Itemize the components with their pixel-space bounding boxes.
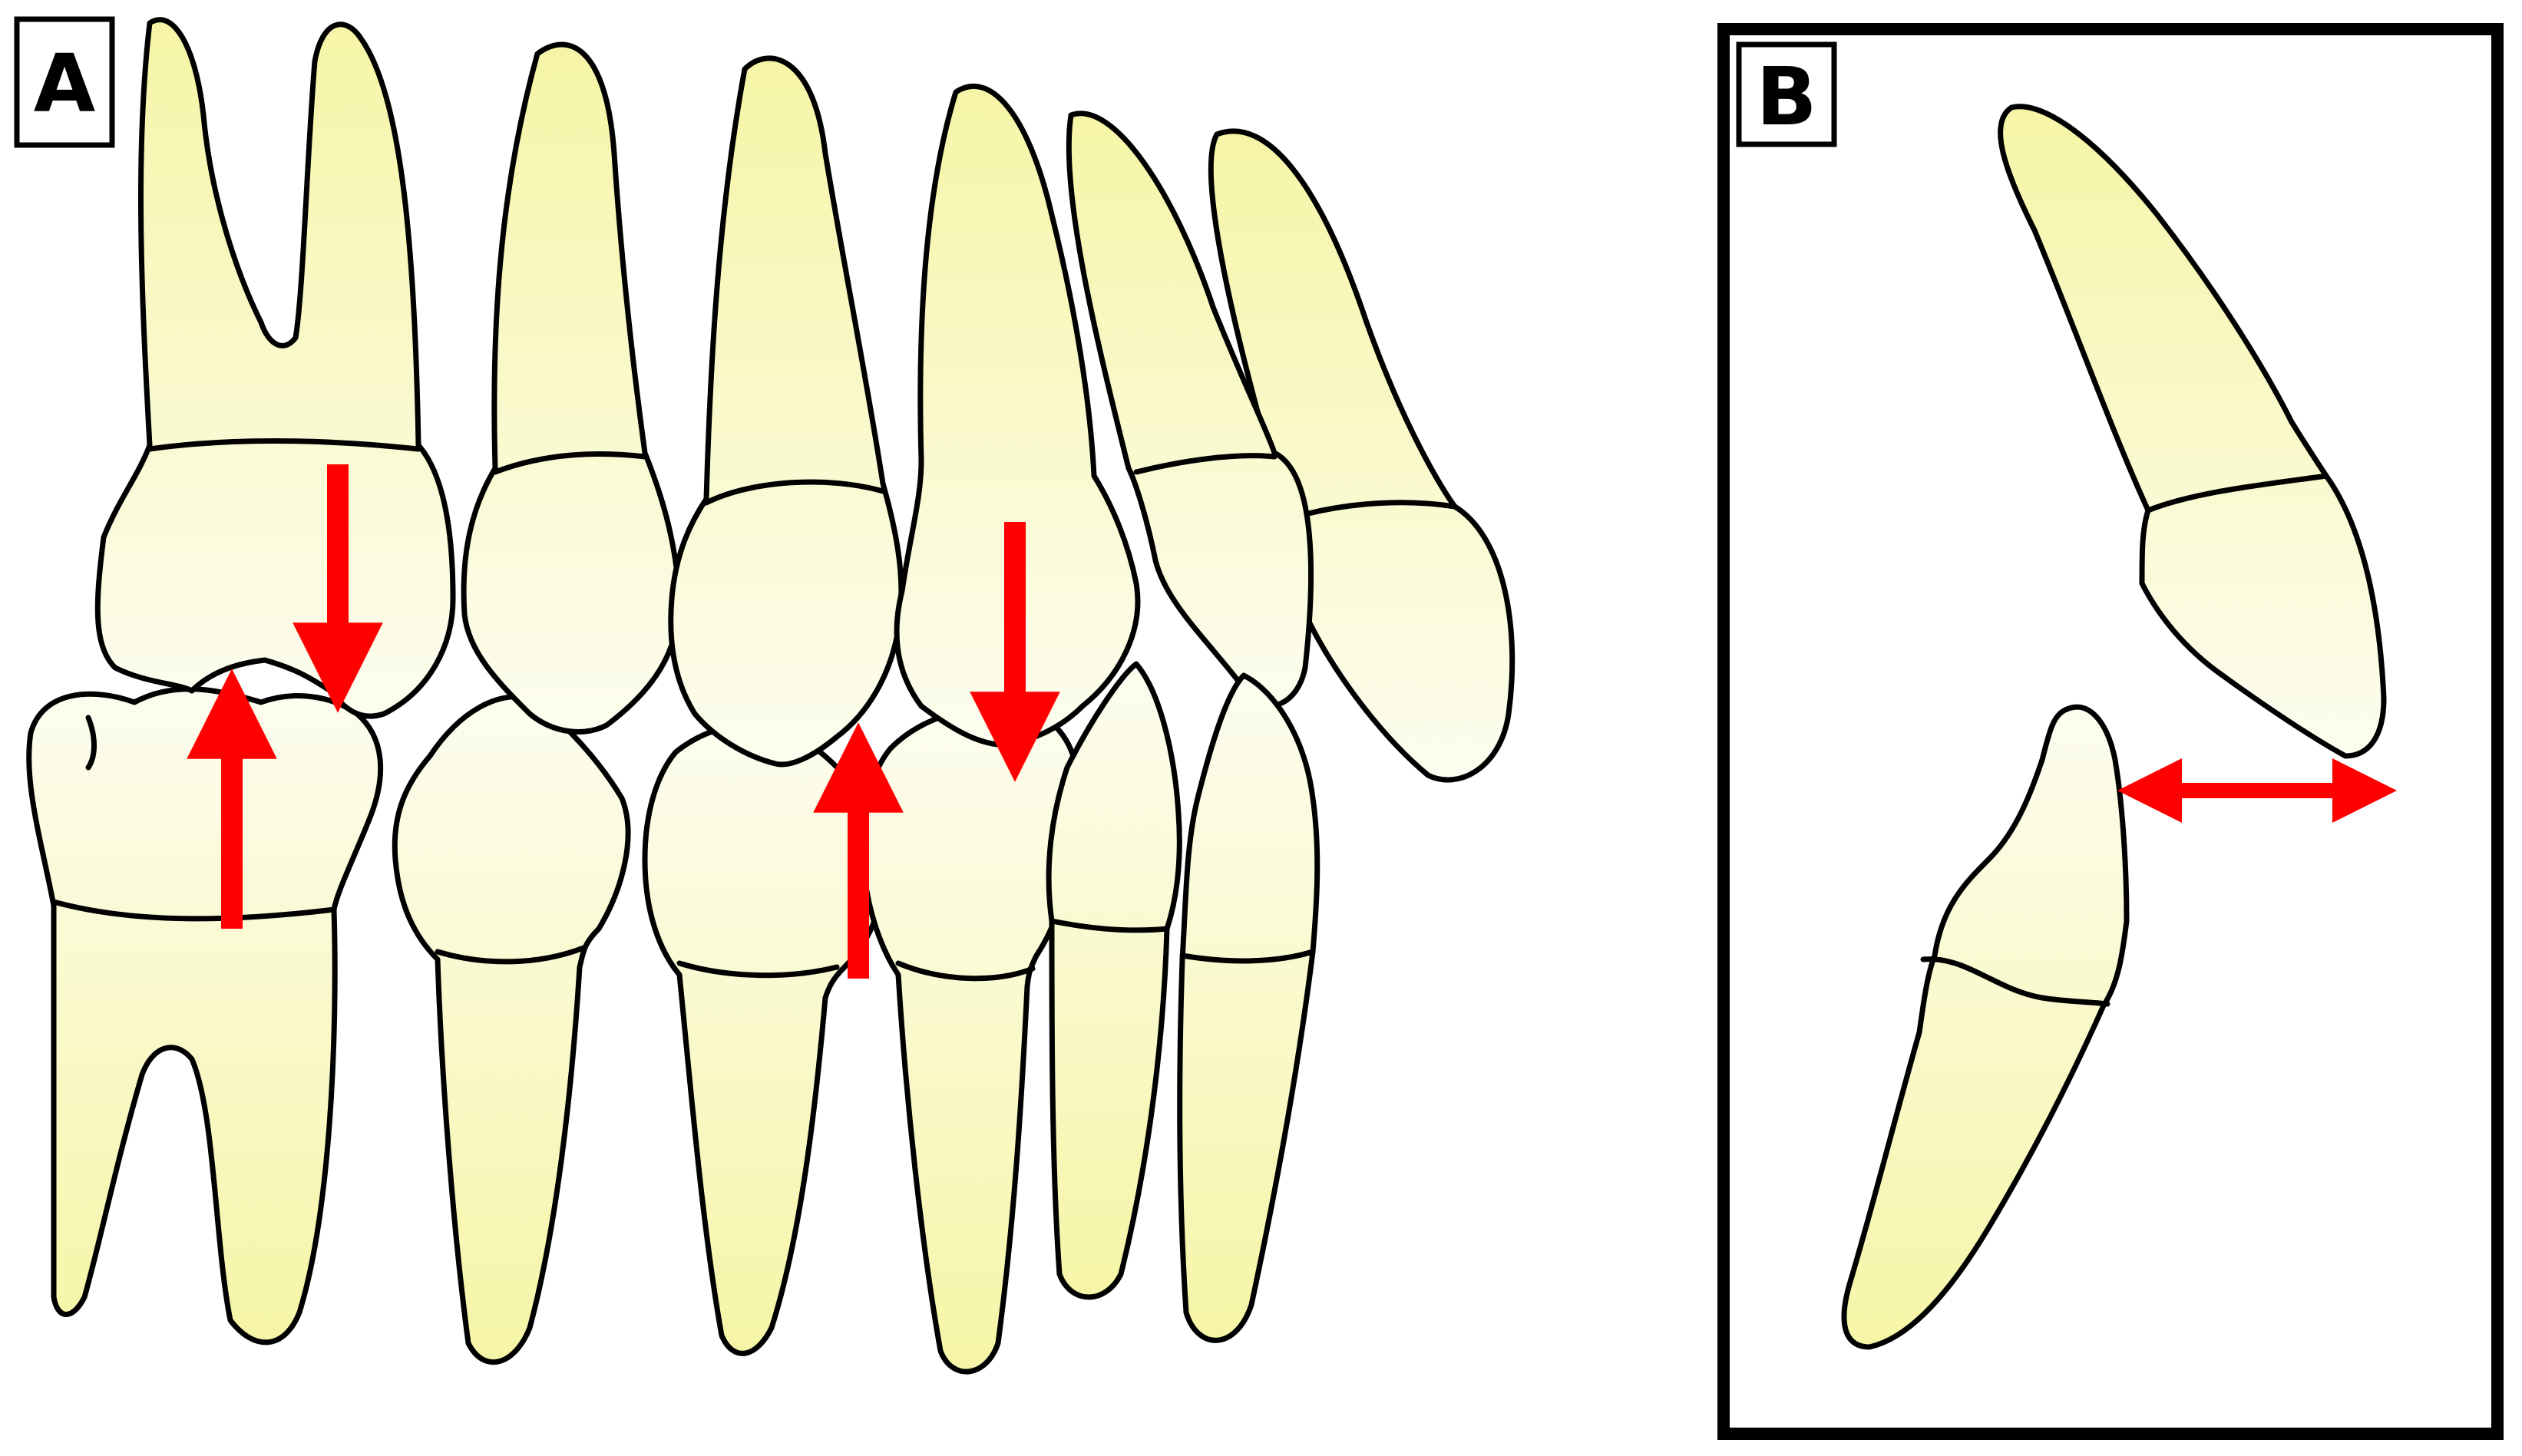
lower-first-molar <box>26 686 384 1345</box>
cej-line <box>1920 956 2110 1007</box>
upper-first-molar <box>94 17 456 719</box>
lower-incisor-profile <box>1841 704 2130 1350</box>
panel-a: A <box>14 16 1516 1375</box>
panel-b-label: B <box>1736 41 1837 147</box>
panel-a-label-text: A <box>34 37 96 130</box>
upper-incisor-profile <box>1998 104 2387 759</box>
lower-central-incisor <box>1177 672 1320 1343</box>
cej-line <box>147 437 421 452</box>
panel-b-label-text: B <box>1756 50 1816 144</box>
panel-a-label: A <box>14 16 115 148</box>
cej-line <box>435 945 587 965</box>
upper-first-premolar <box>668 55 904 768</box>
upper-second-premolar <box>461 41 683 735</box>
lower-canine <box>860 705 1083 1375</box>
cej-line <box>1049 918 1170 933</box>
lower-second-premolar <box>392 694 631 1365</box>
upper-lateral-incisor <box>1066 111 1314 708</box>
cej-line <box>895 960 1036 982</box>
cej-line <box>2145 473 2329 513</box>
cej-line <box>492 451 648 475</box>
cej-line <box>703 479 886 506</box>
cej-line <box>1133 453 1278 475</box>
cej-line <box>1179 949 1316 964</box>
lower-lateral-incisor <box>1046 661 1182 1300</box>
molar-cusp-groove <box>85 715 97 771</box>
cej-line <box>51 899 337 922</box>
panel-b: B <box>1717 23 2504 1440</box>
cej-line <box>676 960 840 979</box>
cej-line <box>1302 500 1458 517</box>
